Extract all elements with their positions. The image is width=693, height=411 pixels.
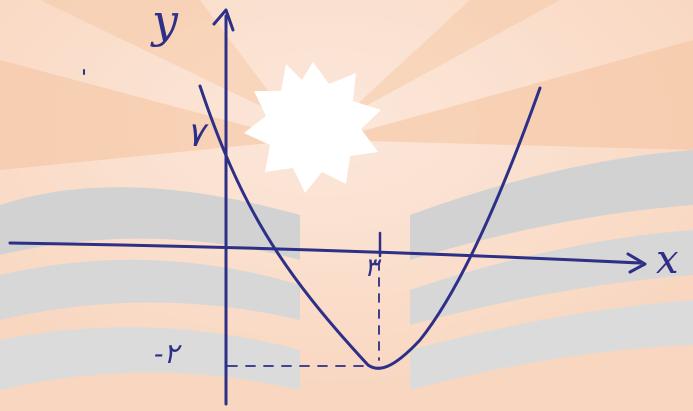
x-axis-arrow-icon: [626, 252, 647, 274]
ray-right-2: [340, 0, 560, 120]
y-minimum-label: -۲: [154, 337, 179, 370]
x-tick-label: ۳: [364, 253, 378, 283]
ray-right-1: [330, 40, 693, 150]
y-axis-arrow-icon: [212, 8, 235, 32]
x-axis: [8, 241, 642, 265]
page-stripe-right-2: [410, 230, 693, 325]
sun-shape: [244, 62, 381, 193]
parabola-curve: [198, 84, 542, 370]
y-axis-label: y: [152, 0, 178, 48]
x-axis-label: x: [656, 237, 679, 283]
y-intercept-label: ۷: [186, 115, 205, 155]
page-stripe-right-3: [410, 300, 693, 390]
